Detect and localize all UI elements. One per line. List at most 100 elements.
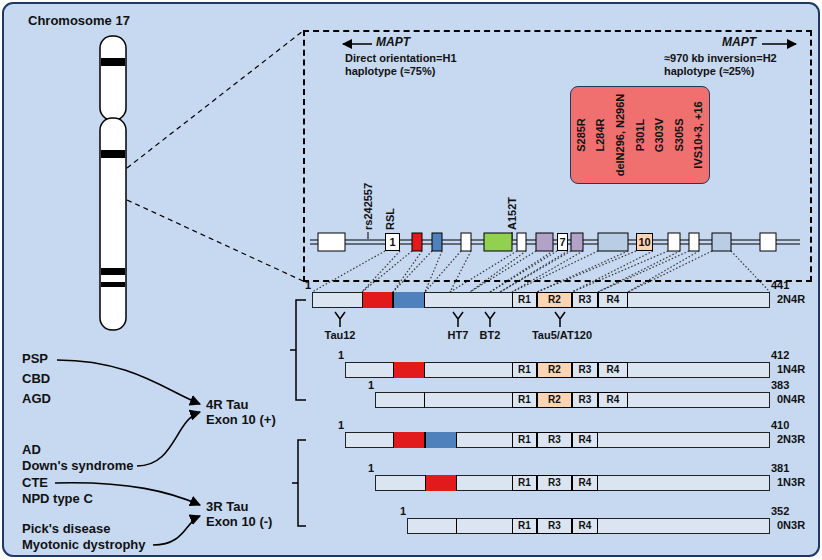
repeat-box: R4 [598,392,628,408]
repeat-label: R1 [518,394,531,406]
exon-box [689,233,699,251]
disease-label: NPD type C [22,492,93,507]
isoform-name: 2N4R [777,293,805,306]
exon-box [712,233,731,251]
disease-label: Down's syndrome [22,459,133,474]
repeat-box: R3 [572,362,598,378]
disease-arrows [55,360,200,545]
repeat-label: R1 [518,477,531,489]
repeat-label: R3 [579,364,592,376]
mutation-label: L284R [594,118,607,151]
isoform-bar: 14412N4RR1R2R3R4 [312,292,770,308]
repeat-box: R2 [537,292,572,308]
exon-box [598,233,628,251]
domain-segment [393,362,425,378]
repeat-box: R4 [572,432,598,448]
mapping-line [572,251,680,292]
exon-box [318,233,345,251]
mutation-box: S285RL284RdelN296, N296NP301LG303VS305SI… [570,86,710,184]
mutation-label: IVS10+3, +16 [692,101,705,168]
antibody-label: HT7 [448,329,469,342]
exon-box [571,233,583,251]
repeat-box: R1 [512,292,537,308]
disease-label: Myotonic dystrophy [22,538,146,553]
disease-label: Pick's disease [22,522,110,537]
exon-box [760,233,776,251]
exon-mapping-lines [312,251,770,292]
mutation-label: delN296, N296N [614,93,627,176]
residue-start: 1 [305,279,311,292]
isoform-name: 2N3R [777,433,805,446]
mapping-line [393,251,442,292]
repeat-box: R1 [512,518,537,534]
exon-number: 7 [559,236,565,249]
residue-start: 1 [400,505,406,518]
chromosome-arm [100,36,126,120]
residue-start: 1 [338,349,344,362]
repeat-label: R1 [518,294,531,306]
exon-box [461,233,471,251]
mapping-line [425,251,471,292]
group-bracket [290,300,306,400]
antibody-symbol [335,312,345,327]
orientation-arrow [762,43,796,45]
chromosome-band [101,58,125,66]
residue-start: 1 [368,462,374,475]
exon-box [412,233,422,251]
isoform-bar: 13811N3RR1R3R4 [375,475,770,491]
repeat-box: R2 [537,392,572,408]
residue-start: 1 [338,419,344,432]
repeat-label: R2 [548,294,561,306]
repeat-label: R1 [518,434,531,446]
zoom-line [127,200,303,281]
antibody-label: BT2 [480,329,501,342]
orientation-note: Direct orientation=H1 haplotype (≈75%) [345,52,487,77]
exon-box: 10 [636,233,653,251]
antibody-symbol [453,312,463,327]
region-label: RSL [384,208,397,230]
gene-name: MAPT [722,36,756,50]
length-number: 383 [771,379,789,392]
repeat-label: R4 [579,434,592,446]
mutation-label: A152T [506,197,519,230]
repeat-label: R2 [548,394,561,406]
domain-segment [425,475,457,491]
length-number: 441 [771,279,789,292]
repeat-box: R3 [537,475,572,491]
antibody-symbols [335,312,565,327]
exon-number: 10 [638,236,650,249]
exon-box [536,233,553,251]
tau-group-label: 3R Tau [206,500,248,515]
snp-tick [368,232,369,239]
repeat-box: R1 [512,432,537,448]
domain-divider [375,392,425,408]
length-number: 381 [771,462,789,475]
mapping-line [537,251,653,292]
group-bracket [292,440,306,526]
isoform-name: 0N4R [777,393,805,406]
exon-box [484,233,512,251]
repeat-box: R1 [512,392,537,408]
length-number: 352 [771,505,789,518]
repeat-label: R3 [548,434,561,446]
repeat-box: R4 [598,362,628,378]
repeat-label: R1 [518,520,531,532]
exon-box [668,233,680,251]
exon-box: 7 [557,233,568,251]
isoform-bar: 14102N3RR1R3R4 [345,432,770,448]
disease-label: CBD [22,372,50,387]
repeat-label: R3 [579,294,592,306]
disease-arrow [153,516,200,545]
background-frame [3,3,819,556]
mapping-line [598,251,699,292]
repeat-box: R4 [572,475,598,491]
domain-segment [362,292,393,308]
gene-zoom-box: MAPT Direct orientation=H1 haplotype (≈75… [303,30,812,282]
mapping-line [628,251,770,292]
repeat-box: R2 [537,362,572,378]
repeat-label: R4 [579,520,592,532]
snp-label: rs242557 [362,183,375,230]
antibody-symbol [555,312,565,327]
repeat-box: R3 [537,432,572,448]
